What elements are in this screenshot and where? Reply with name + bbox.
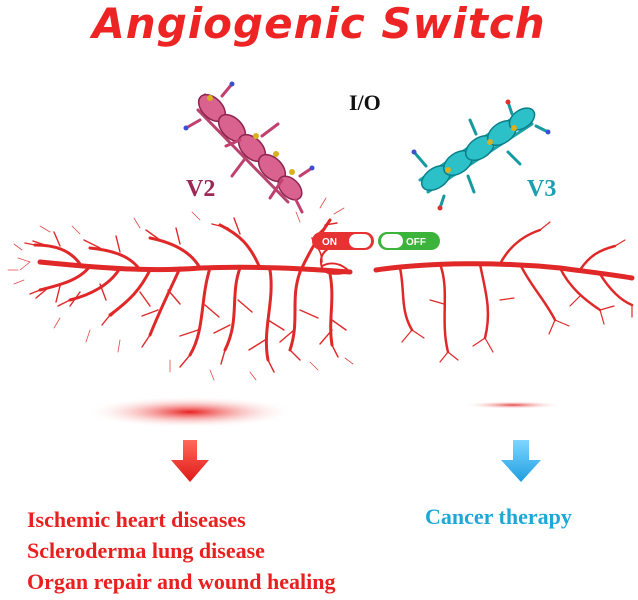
application-ischemic: Ischemic heart diseases	[27, 507, 246, 532]
on-off-switch: ON OFF	[312, 232, 440, 275]
diagram-title: Angiogenic Switch	[92, 0, 546, 48]
peptide-v3-structure	[411, 99, 551, 211]
arrow-down-blue-icon	[501, 440, 541, 482]
io-label: I/O	[349, 90, 381, 115]
application-scleroderma: Scleroderma lung disease	[27, 538, 265, 563]
application-organ-repair: Organ repair and wound healing	[27, 569, 336, 594]
arrow-down-red-icon	[171, 440, 209, 482]
peptide-v3-label: V3	[527, 176, 557, 202]
vessel-tree-right	[373, 221, 635, 363]
switch-on-label: ON	[322, 237, 337, 248]
glow-right	[463, 401, 563, 409]
glow-left	[85, 396, 295, 428]
peptide-v2-label: V2	[186, 176, 216, 202]
application-cancer-therapy: Cancer therapy	[425, 504, 572, 529]
switch-off-label: OFF	[406, 237, 426, 248]
peptide-v2-structure	[183, 81, 315, 214]
vessel-tree-left	[7, 197, 354, 381]
applications-left: Ischemic heart diseases Scleroderma lung…	[27, 504, 335, 597]
